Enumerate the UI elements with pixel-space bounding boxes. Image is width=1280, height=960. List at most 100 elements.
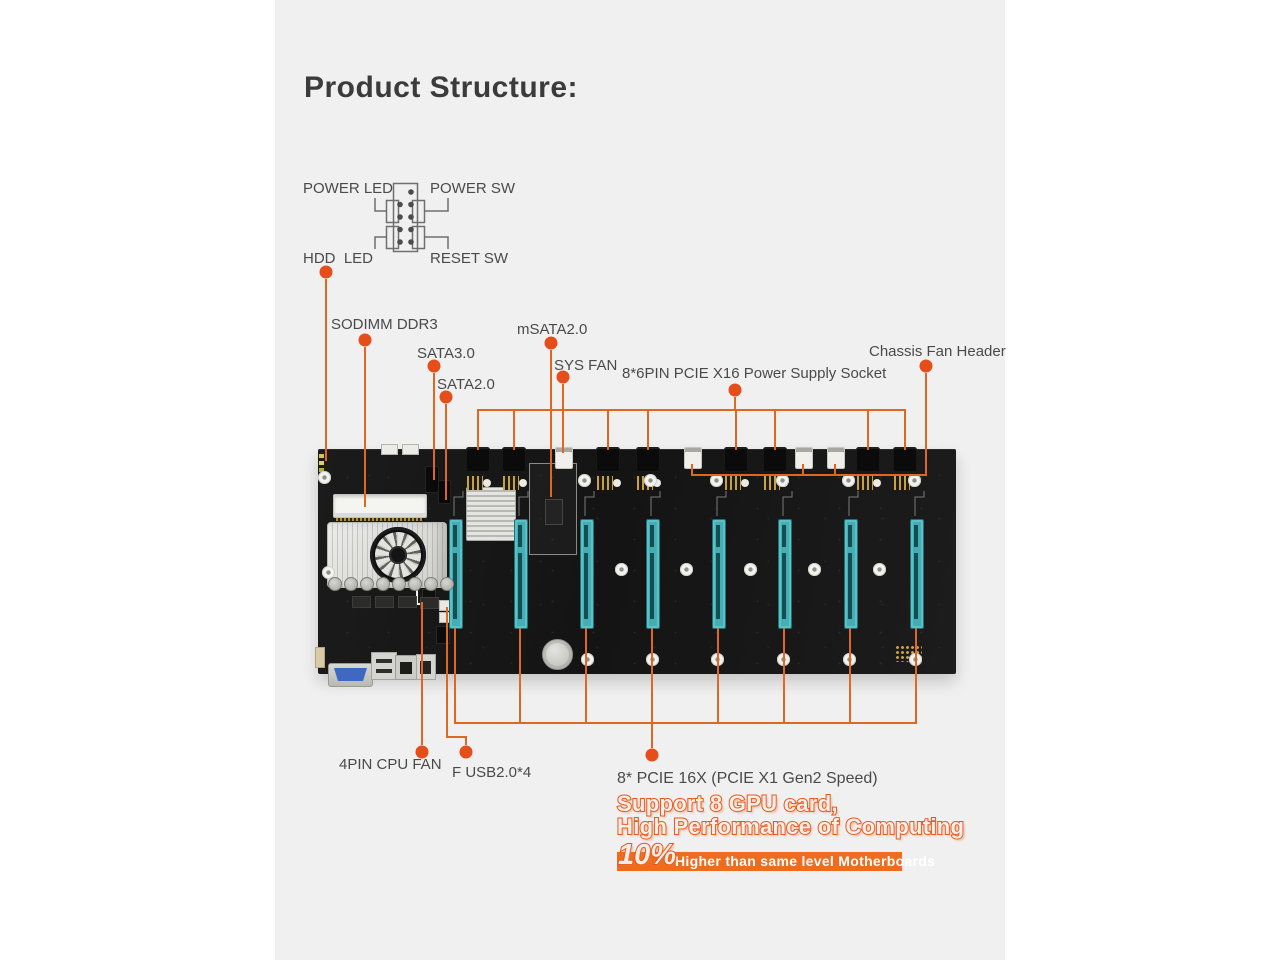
vrm-chip-3: [398, 596, 417, 608]
screw-hole-16: [711, 653, 724, 666]
chassis-fan-header-2: [795, 447, 813, 469]
promo-percent: 10%: [617, 838, 677, 872]
screw-hole-9: [680, 563, 693, 576]
usb-header-3: [436, 626, 450, 644]
pcie-16x-label: 8* PCIE 16X (PCIE X1 Gen2 Speed): [617, 770, 878, 787]
capacitor-3: [360, 577, 374, 591]
screw-hole-15: [646, 653, 659, 666]
sata3-label: SATA3.0: [417, 345, 475, 362]
sodimm-label: SODIMM DDR3: [331, 316, 438, 333]
screw-hole-1: [318, 471, 331, 484]
f-usb-label: F USB2.0*4: [452, 764, 532, 781]
power-socket-pins-1: [467, 476, 483, 490]
screw-hole-14: [581, 653, 594, 666]
screw-hole-8: [615, 563, 628, 576]
vga-port-inner: [334, 668, 367, 681]
usb-ports: [371, 652, 397, 680]
power-socket-pins-2: [503, 476, 519, 490]
chassis-fan-header-1: [684, 447, 702, 469]
capacitor-2: [344, 577, 358, 591]
hdmi-port: [395, 655, 417, 680]
screw-hole-4: [710, 474, 723, 487]
chipset-heatsink: [466, 487, 516, 541]
power-socket-pins-7: [857, 476, 873, 490]
sodimm-slot: [333, 494, 427, 518]
pcie-slot-3: [580, 519, 594, 629]
pcie-slot-8: [910, 519, 924, 629]
sata2-connector: [438, 480, 451, 504]
pcie-slot-5: [712, 519, 726, 629]
power-socket-pins-8: [894, 476, 910, 490]
hdd-led-component: [319, 454, 324, 458]
smd-led-7: [873, 479, 881, 487]
capacitor-7: [424, 577, 438, 591]
screw-hole-18: [843, 653, 856, 666]
smd-led-4: [653, 479, 661, 487]
sys-fan-label: SYS FAN: [554, 357, 618, 374]
power-sw-label: POWER SW: [430, 180, 515, 197]
capacitor-5: [392, 577, 406, 591]
sata3-connector: [425, 466, 439, 493]
page-title: Product Structure:: [304, 71, 579, 104]
pcie-slot-1: [449, 519, 463, 629]
lan-port: [416, 654, 436, 680]
motherboard-image: [315, 444, 956, 687]
screw-hole-11: [808, 563, 821, 576]
pcie-power-socket-8: [893, 447, 917, 472]
front-panel-header: [381, 444, 398, 455]
sys-fan-header: [555, 447, 573, 469]
pcie-power-socket-5: [724, 447, 748, 472]
vrm-chip-2: [375, 596, 394, 608]
screw-hole-3: [644, 474, 657, 487]
promo-banner-text: Higher than same level Motherboards: [675, 853, 936, 869]
pcie-power-socket-4: [636, 447, 660, 472]
smd-led-3: [613, 479, 621, 487]
led-component: [319, 468, 324, 472]
sata2-label: SATA2.0: [437, 376, 495, 393]
cmos-battery: [542, 639, 573, 670]
capacitor-6: [408, 577, 422, 591]
cpu-fan-hub: [389, 546, 407, 564]
com-port: [315, 647, 325, 668]
capacitor-8: [440, 577, 454, 591]
sodimm-contacts: [336, 518, 422, 521]
chassis-fan-label: Chassis Fan Header: [869, 343, 1006, 360]
promo-line-2: High Performance of Computing: [616, 813, 965, 840]
screw-hole-2: [578, 474, 591, 487]
screw-hole-12: [873, 563, 886, 576]
pcie-power-socket-3: [596, 447, 620, 472]
pcie-power-socket-6: [763, 447, 787, 472]
screw-hole-13: [322, 566, 335, 579]
cpu-fan: [370, 527, 426, 583]
promo-line-1: Support 8 GPU card,: [616, 790, 839, 817]
screw-hole-17: [777, 653, 790, 666]
reset-sw-label: RESET SW: [430, 250, 509, 267]
screw-hole-10: [744, 563, 757, 576]
pcie-slot-6: [778, 519, 792, 629]
pcie-power-socket-7: [856, 447, 880, 472]
pcie-slot-2: [514, 519, 528, 629]
hdd-led-label: HDD LED: [303, 250, 374, 267]
capacitor-1: [328, 577, 342, 591]
screw-hole-6: [842, 474, 855, 487]
cpu-fan-label: 4PIN CPU FAN: [339, 756, 442, 773]
vrm-chip-1: [352, 596, 371, 608]
pcie-slot-7: [844, 519, 858, 629]
pcie-slot-4: [646, 519, 660, 629]
promo-banner: Higher than same level Motherboards: [617, 852, 935, 871]
pcie-power-label: 8*6PIN PCIE X16 Power Supply Socket: [622, 365, 887, 382]
smd-led-2: [519, 479, 527, 487]
power-socket-pins-3: [597, 476, 613, 490]
power-led-component: [319, 461, 324, 465]
screw-hole-5: [776, 474, 789, 487]
vrm-chip-4: [420, 597, 439, 609]
power-socket-pins-5: [725, 476, 741, 490]
msata-socket: [529, 463, 577, 555]
speaker-header: [402, 444, 419, 455]
smd-led-5: [741, 479, 749, 487]
screw-hole-19: [909, 653, 922, 666]
capacitor-4: [376, 577, 390, 591]
pcie-power-socket-2: [502, 447, 526, 472]
screw-hole-7: [908, 474, 921, 487]
